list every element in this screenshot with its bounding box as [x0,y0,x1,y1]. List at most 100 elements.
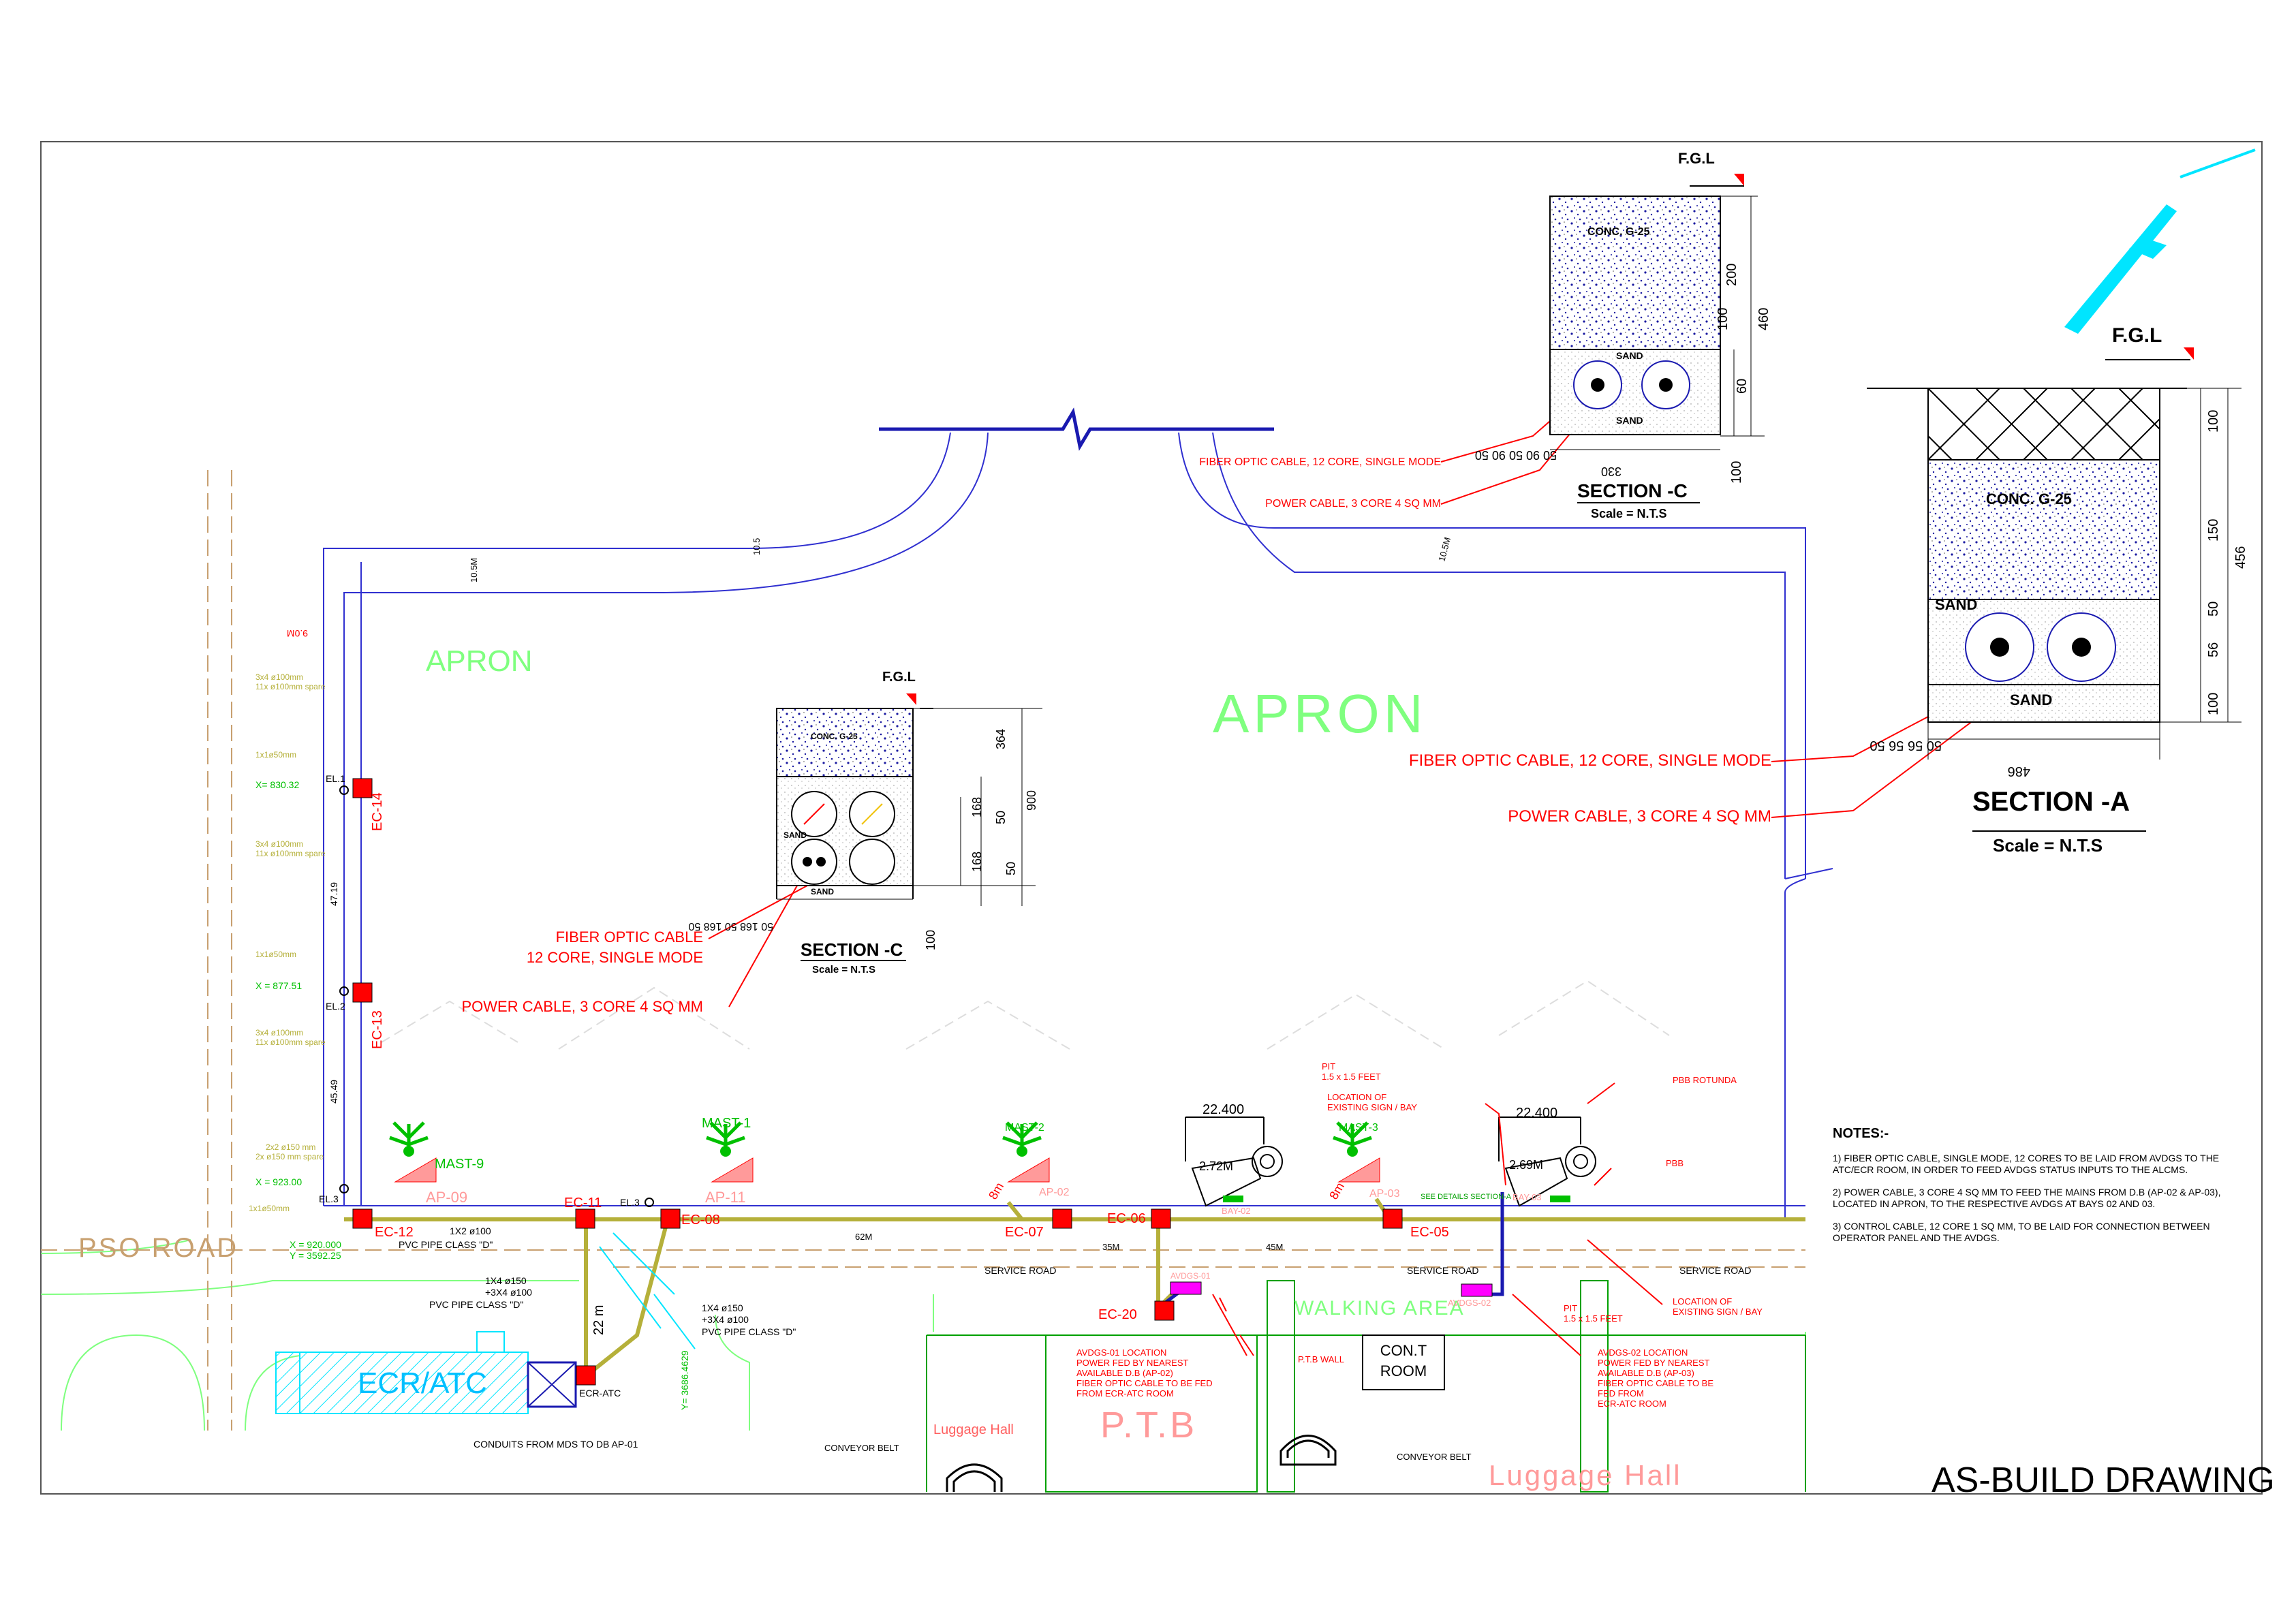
break-line [879,407,1274,451]
pvc-note-2c: PVC PIPE CLASS "D" [429,1299,523,1310]
sc-mid-conc: CONC. G-25 [811,732,858,741]
service-road-label-2: SERVICE ROAD [1407,1265,1479,1276]
mast-9-icon [389,1121,437,1183]
el-3-label-b: EL.3 [620,1197,640,1208]
pit-top-line1: PIT [1322,1061,1335,1072]
coord-x4: X = 920.000 [290,1239,341,1250]
ec-12-label: EC-12 [375,1225,414,1240]
location-sign-bot-line1: LOCATION OF [1673,1296,1732,1307]
mast-9-label: MAST-9 [435,1157,484,1172]
conveyor-belt-label-1: CONVEYOR BELT [824,1443,899,1453]
conduit-route [344,1198,1805,1378]
pipe-note-3b: 11x ø100mm spare [255,849,326,858]
ap-03-label: AP-03 [1369,1188,1400,1200]
sc-top-fiber: FIBER OPTIC CABLE, 12 CORE, SINGLE MODE [1199,456,1441,468]
ec-06-marker [1151,1208,1171,1229]
apron-left-label: APRON [426,644,532,678]
mast-3-label: MAST-3 [1339,1122,1378,1134]
mast-2-label: MAST-2 [1005,1122,1044,1134]
el-3-label-a: EL.3 [319,1193,339,1204]
avdgs01-note-3: AVAILABLE D.B (AP-02) [1076,1368,1173,1378]
ec-07-marker [1052,1208,1072,1229]
pipe-note-4: 1x1ø50mm [255,950,296,959]
cyan-routes [599,1232,696,1349]
apron-boundary [323,432,1833,1219]
dim-45-49: 45.49 [328,1080,339,1104]
dim-10-5-b: 10.5 [751,538,762,555]
sc-top-bottom-dims: 50 90 50 90 50 [1475,448,1557,462]
avdgs01-note-2: POWER FED BY NEAREST [1076,1358,1189,1368]
section-c-mid-drawing [776,693,1042,906]
road-centerlines [41,470,1805,1431]
avdgs02-note-4: FIBER OPTIC CABLE TO BE [1598,1378,1713,1388]
section-a-drawing [1867,347,2241,832]
ec-14-label: EC-14 [370,792,385,831]
apron-center-label: APRON [1213,683,1427,744]
avdgs02-note-1: AVDGS-02 LOCATION [1598,1347,1688,1358]
pvc-note-1a: 1X2 ø100 [450,1225,491,1236]
sc-mid-bottom-dims: 50 168 50 168 50 [688,920,773,932]
coord-x3: X = 923.00 [255,1176,302,1187]
coord-y5: Y= 3686.4629 [679,1350,690,1410]
avdgs01-note-1: AVDGS-01 LOCATION [1076,1347,1166,1358]
pbb-rotunda-label: PBB ROTUNDA [1673,1075,1737,1085]
pvc-note-3a: 1X4 ø150 [702,1302,743,1313]
location-sign-bot-line2: EXISTING SIGN / BAY [1673,1307,1763,1317]
ap-09-label: AP-09 [426,1189,467,1206]
pipe-note-6a: 2x2 ø150 mm [266,1142,315,1152]
sa-dim-100b: 100 [2206,693,2221,715]
mast-1-label: MAST-1 [702,1116,751,1131]
pvc-note-2a: 1X4 ø150 [485,1275,527,1286]
note-1a: 1) FIBER OPTIC CABLE, SINGLE MODE, 12 CO… [1833,1153,2219,1164]
note-3b: OPERATOR PANEL AND THE AVDGS. [1833,1232,2000,1243]
sc-mid-sand-a: SAND [784,830,807,840]
cont-room-line1: CON.T [1380,1342,1427,1359]
pit-bot-line2: 1.5 x 1.5 FEET [1564,1313,1623,1324]
ptb-wall-label: P.T.B WALL [1298,1354,1344,1364]
dim-47-19: 47.19 [328,882,339,906]
avdgs02-note-5: FED FROM [1598,1388,1644,1399]
luggage-hall-label: Luggage Hall [1489,1459,1682,1491]
sc-mid-dim-50a: 50 [994,811,1008,824]
ecr-atc-marker [576,1365,596,1386]
mast-1-icon [706,1121,754,1183]
pier-outlines [381,980,1670,1050]
pit-bot-line1: PIT [1564,1303,1577,1313]
sc-top-scale: Scale = N.T.S [1591,507,1667,520]
coord-x2: X = 877.51 [255,980,302,991]
pvc-note-1b: PVC PIPE CLASS "D" [399,1239,493,1250]
dim-8m-a: 8m [986,1180,1006,1202]
sc-mid-sand-b: SAND [811,887,834,896]
dim-62m: 62M [855,1232,872,1242]
ec-08-marker [660,1208,681,1229]
sc-mid-title: SECTION -C [801,939,903,960]
avdgs02-note-6: ECR-ATC ROOM [1598,1399,1666,1409]
luggage-hall-small-label: Luggage Hall [933,1422,1014,1437]
sa-bottom-dims: 50 56 56 50 [1870,738,1942,753]
dim-45m: 45M [1266,1242,1283,1252]
sc-mid-power: POWER CABLE, 3 CORE 4 SQ MM [461,998,703,1015]
dim-35m: 35M [1102,1242,1119,1252]
dim-10-5m-c: 10.5M [1436,536,1453,563]
sc-mid-fiber-2: 12 CORE, SINGLE MODE [527,949,703,966]
sc-top-power: POWER CABLE, 3 CORE 4 SQ MM [1265,498,1441,510]
ec-12-marker [352,1208,373,1229]
dim-2-69m: 2.69M [1509,1158,1543,1172]
ap-02-label: AP-02 [1039,1187,1070,1198]
sc-top-dim-60: 60 [1735,379,1750,394]
drawing-title: AS-BUILD DRAWING [1932,1461,2275,1500]
avdgs01-note-5: FROM ECR-ATC ROOM [1076,1388,1174,1399]
dim-22-400-a: 22.400 [1203,1102,1244,1117]
sa-power: POWER CABLE, 3 CORE 4 SQ MM [1508,807,1771,826]
sc-top-bottom-total: 330 [1601,465,1622,478]
dim-9-0m: 9.0M [287,628,308,639]
ecr-atc-building [275,1331,577,1414]
pbb-label: PBB [1666,1158,1684,1168]
ec-11-marker [575,1208,595,1229]
sc-top-fgl: F.G.L [1678,150,1715,167]
avdgs-02-box [1461,1283,1493,1297]
ec-05-label: EC-05 [1410,1225,1449,1240]
sa-conc: CONC. G-25 [1986,490,2072,507]
ecr-atc-label: ECR/ATC [358,1367,487,1400]
